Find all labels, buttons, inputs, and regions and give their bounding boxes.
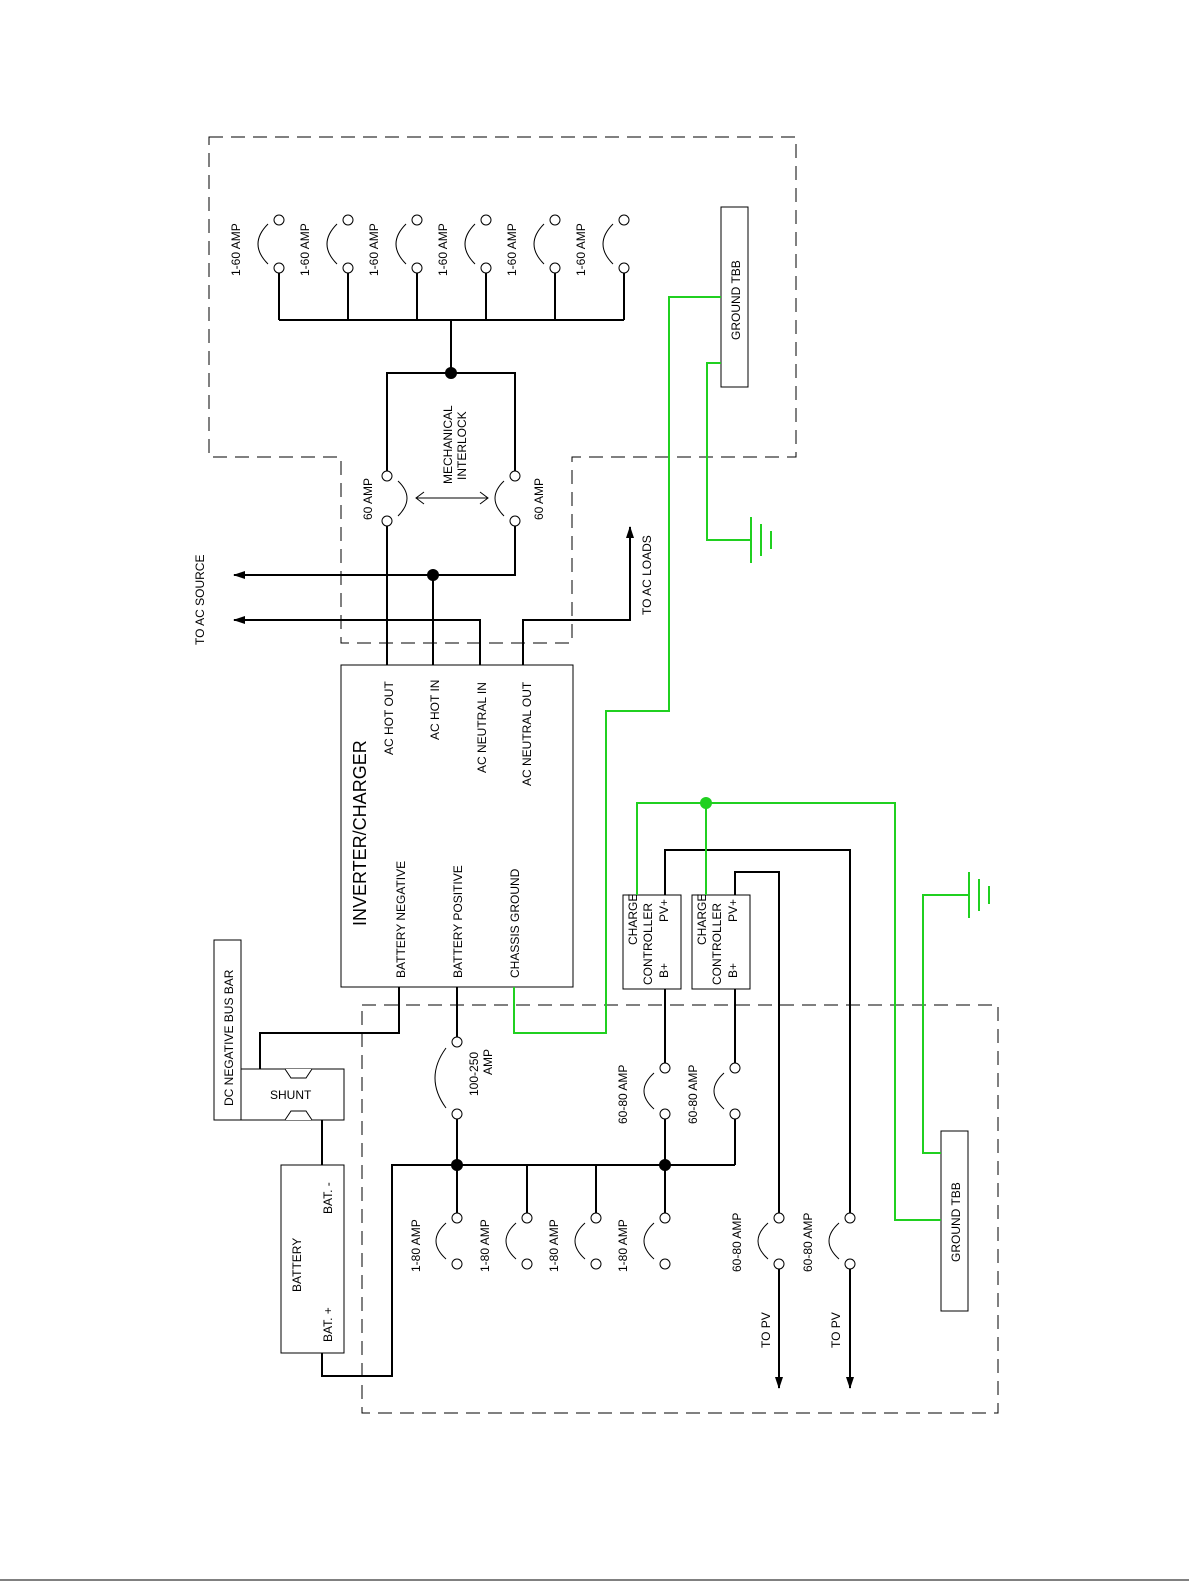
dc-main-breaker[interactable]: [434, 1036, 463, 1120]
dc-load-breaker-3[interactable]: [574, 1165, 602, 1270]
transfer-breaker-right[interactable]: [494, 470, 521, 527]
battery-negative-wire: [259, 987, 400, 1069]
ac-breaker-5[interactable]: [533, 214, 561, 320]
dc-load-breaker-label-2: 1-80 AMP: [478, 1219, 492, 1272]
dc-load-breaker-4[interactable]: [643, 1165, 671, 1270]
pv-breaker-1[interactable]: [757, 1212, 785, 1270]
ac-source-junction: [427, 569, 439, 581]
dc-main-breaker-label-2: AMP: [481, 1049, 495, 1075]
cc2-b-plus: B+: [726, 963, 740, 978]
cc1-line1: CHARGE: [626, 894, 640, 945]
dc-earth-ground-icon: [968, 872, 990, 918]
ac-breaker-6[interactable]: [602, 214, 630, 320]
ac-breaker-4[interactable]: [464, 214, 492, 320]
dc-earth-ground-wire: [922, 894, 969, 1154]
cc1-pv-plus: PV+: [657, 899, 671, 922]
cc-breaker-label-1: 60-80 AMP: [616, 1065, 630, 1124]
dc-load-breaker-1[interactable]: [435, 1165, 463, 1270]
battery-positive-wire: [321, 1164, 457, 1377]
ac-breaker-label-4: 1-60 AMP: [436, 223, 450, 276]
transfer-breaker-left-label: 60 AMP: [361, 478, 375, 520]
ac-breaker-label-1: 1-60 AMP: [229, 223, 243, 276]
transfer-breaker-left[interactable]: [381, 470, 408, 527]
charge-controller-1: [622, 894, 682, 990]
to-pv-label-2: TO PV: [829, 1312, 843, 1348]
ac-ground-tbb-label: GROUND TBB: [729, 260, 743, 340]
ac-breaker-label-3: 1-60 AMP: [367, 223, 381, 276]
cc2-line1: CHARGE: [695, 894, 709, 945]
ac-source-hot: [233, 526, 516, 579]
chassis-ground-wire: [513, 296, 721, 1034]
dc-ground-tbb: [940, 1130, 969, 1312]
inverter-battery-negative: BATTERY NEGATIVE: [394, 861, 408, 978]
battery: [280, 1164, 345, 1354]
dc-panel-enclosure: [361, 1004, 999, 1414]
ac-earth-ground-icon: [750, 517, 772, 563]
pv-breaker-2[interactable]: [828, 1212, 856, 1270]
transfer-bus: [386, 372, 516, 471]
pv-breaker-label-1: 60-80 AMP: [730, 1213, 744, 1272]
cc2-pv-plus: PV+: [726, 899, 740, 922]
cc-ground-junction: [700, 797, 712, 809]
charge-controller-2: [691, 894, 751, 990]
cc-breaker-2[interactable]: [713, 1062, 741, 1165]
transfer-breaker-right-label: 60 AMP: [532, 478, 546, 520]
ac-neutral-in-wire: [233, 616, 481, 665]
ac-breaker-2[interactable]: [326, 214, 354, 320]
battery-label: BATTERY: [290, 1238, 304, 1292]
pv-breaker-label-2: 60-80 AMP: [801, 1213, 815, 1272]
ac-branch-breakers: [257, 214, 630, 320]
inverter-ac-neutral-in: AC NEUTRAL IN: [475, 682, 489, 773]
cc-breaker-label-2: 60-80 AMP: [686, 1065, 700, 1124]
cc2-pv-wire: [734, 871, 780, 1213]
ac-breaker-label-6: 1-60 AMP: [574, 223, 588, 276]
dc-load-breaker-label-1: 1-80 AMP: [409, 1219, 423, 1272]
inverter-charger: [340, 664, 574, 988]
inverter-battery-positive: BATTERY POSITIVE: [451, 865, 465, 978]
dc-load-breaker-label-4: 1-80 AMP: [616, 1219, 630, 1272]
inverter-chassis-ground: CHASSIS GROUND: [508, 868, 522, 978]
cc-breaker-1[interactable]: [643, 1062, 671, 1165]
to-ac-source-label: TO AC SOURCE: [193, 555, 207, 645]
cc1-b-plus: B+: [657, 963, 671, 978]
dc-negative-bus-bar: [213, 939, 242, 1121]
cc1-line2: CONTROLLER: [641, 903, 655, 985]
ac-breaker-label-2: 1-60 AMP: [298, 223, 312, 276]
inverter-title: INVERTER/CHARGER: [350, 740, 370, 926]
cc2-line2: CONTROLLER: [710, 903, 724, 985]
battery-pos-label: BAT. +: [321, 1307, 335, 1342]
cc1-pv-wire: [664, 849, 851, 1213]
ac-earth-ground-wire: [706, 362, 751, 541]
dc-load-breaker-label-3: 1-80 AMP: [547, 1219, 561, 1272]
interlock-label-line2: INTERLOCK: [455, 411, 469, 480]
ac-breaker-1[interactable]: [257, 214, 285, 320]
inverter-ac-hot-out: AC HOT OUT: [382, 681, 396, 755]
inverter-ac-neutral-out: AC NEUTRAL OUT: [520, 681, 534, 786]
ac-neutral-out-wire: [522, 526, 634, 665]
ac-panel-enclosure: [208, 136, 797, 644]
interlock-label-line1: MECHANICAL: [441, 405, 455, 484]
to-pv-label-1: TO PV: [759, 1312, 773, 1348]
dc-load-breaker-2[interactable]: [505, 1165, 533, 1270]
to-ac-loads-label: TO AC LOADS: [640, 535, 654, 615]
shunt-label: SHUNT: [270, 1088, 312, 1102]
dc-ground-tbb-label: GROUND TBB: [949, 1182, 963, 1262]
dc-negative-bus-bar-label: DC NEGATIVE BUS BAR: [222, 969, 236, 1106]
ac-breaker-3[interactable]: [395, 214, 423, 320]
battery-neg-label: BAT. -: [321, 1182, 335, 1214]
dc-main-breaker-label-1: 100-250: [467, 1052, 481, 1096]
inverter-ac-hot-in: AC HOT IN: [428, 680, 442, 740]
cc-ground-wire: [636, 802, 941, 1221]
ac-breaker-label-5: 1-60 AMP: [505, 223, 519, 276]
